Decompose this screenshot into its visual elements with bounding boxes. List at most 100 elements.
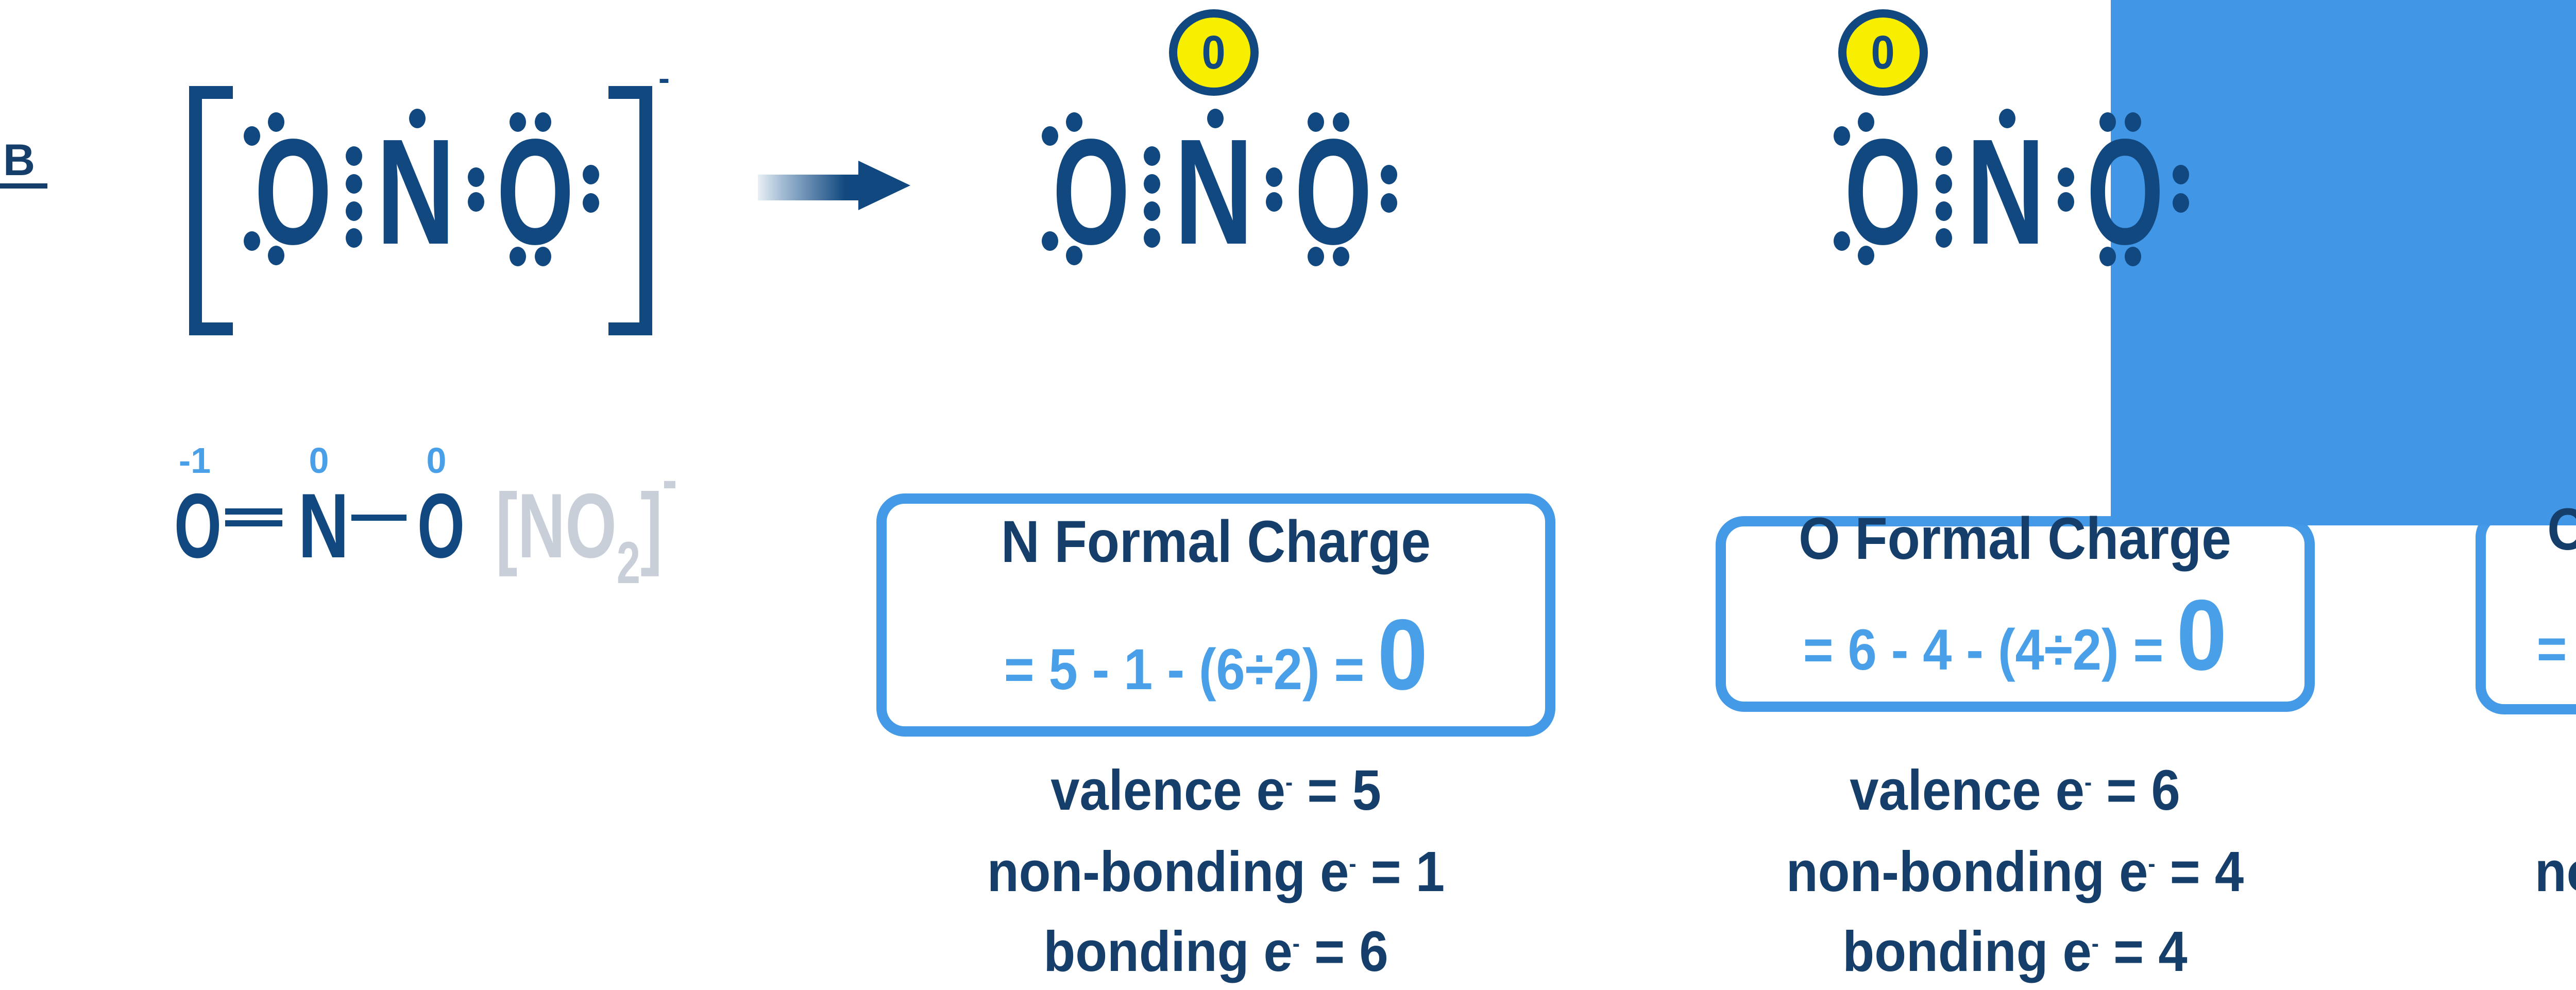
bond-dot [1936,201,1952,221]
equation-text: = 5 - 1 - (6÷2) = [1004,637,1365,702]
gray-formula-close: ] [640,474,663,577]
stat-line: valence e- = 5 [1050,759,1381,822]
reaction-arrow-head-icon [858,161,910,210]
bond-dot [468,192,484,212]
lone-dot [1834,126,1850,146]
bond-dot [1144,174,1160,194]
lone-dot [510,112,526,132]
stat-line: bonding e- = 4 [1842,920,2188,983]
lone-dot [1381,193,1397,213]
atom-charge-label: 0 [309,440,329,481]
gray-formula-body: [NO [496,474,617,577]
atom-symbol: O [174,474,222,577]
section-label-underline-icon [0,183,47,189]
lone-dot [2173,165,2189,184]
ion-charge-superscript: - [658,59,670,97]
box-title: N Formal Charge [1001,509,1431,575]
lone-dot [1999,109,2015,128]
lone-dot [244,126,260,146]
lone-dot [244,231,260,251]
lone-dot [1066,246,1082,265]
atom-symbol: O [2087,108,2164,276]
lone-dot [535,247,551,266]
double-bond-icon [225,508,282,515]
atom-symbol: N [377,108,455,276]
svg-text:[NO2]-: [NO2]- [496,445,677,596]
bond-dot [2058,192,2074,212]
box-equation: = 6 - 4 - (4÷2) =0 [1709,585,2321,686]
skeletal-formula: -1 0 0 O N O [NO2]- [174,440,677,596]
lone-dot [1834,231,1850,251]
equation-text: = 6 - 6 - (2÷2) = [2536,617,2576,681]
atom-symbol: O [1844,108,1922,276]
lone-dot [268,112,284,132]
gray-formula-superscript: - [663,445,677,514]
lone-dot [583,193,599,213]
stat-line: non-bonding e- = 4 [1786,840,2244,903]
section-label: B [3,135,36,185]
equation-result: 0 [2176,579,2227,691]
bond-dot [346,228,362,248]
lone-dot [409,109,426,128]
stat-line: non-bonding e- = 6 [2534,840,2576,903]
bond-dot [346,201,362,221]
stat-line: valence e- = 6 [1850,759,2180,822]
bond-dot [1144,228,1160,248]
equation-text: = 6 - 4 - (4÷2) = [1803,618,2164,682]
lone-dot [2125,112,2141,132]
lone-dot [1042,231,1058,251]
lone-dot [1207,109,1224,128]
bond-dot [2058,167,2074,187]
atom-charge-label: 0 [427,440,447,481]
box-title: O Formal Charge [2458,500,2576,559]
double-bond-icon [225,520,282,526]
stat-line: bonding e- = 2 [2432,924,2576,980]
lone-dot [268,246,284,265]
stat-line: valence e- = 6 [2432,762,2576,819]
bond-dot [346,146,362,166]
lone-dot [1381,165,1397,184]
atom-symbol: O [255,108,332,276]
gray-ion-formula: [NO2]- [496,445,677,596]
formal-charge-badge: 0 [1838,9,1928,96]
atom-symbol: O [1053,108,1130,276]
lone-dot [510,247,526,266]
lone-dot [2099,247,2116,266]
atom-symbol: O [417,474,465,577]
box-equation: = 5 - 1 - (6÷2) =0 [910,605,1522,705]
box-title: O Formal Charge [1799,506,2231,572]
bond-dot [1936,146,1952,166]
lone-dot [1333,112,1349,132]
atom-symbol: O [497,108,574,276]
bond-dot [1144,201,1160,221]
lewis-structure-panel-1: O N O [1042,108,1397,276]
box-equation: = 6 - 6 - (2÷2) =-1 [2458,584,2576,685]
lone-dot [583,165,599,184]
blue-overlay-rectangle [2111,0,2576,525]
formal-charge-box-1 [876,493,1555,737]
atom-symbol: N [1175,108,1253,276]
lone-dot [1858,246,1874,265]
lone-dot [1308,247,1324,266]
lone-dot [2125,247,2141,266]
bond-dot [346,174,362,194]
lone-dot [1308,112,1324,132]
reaction-arrow-shaft-icon [758,175,861,200]
lone-dot [2173,193,2189,213]
lone-dot [1858,112,1874,132]
lewis-structure-panel-2: O N O [1834,108,2189,276]
lone-dot [1333,247,1349,266]
atom-symbol: N [1967,108,2045,276]
bond-dot [1936,228,1952,248]
lone-dot [2099,112,2116,132]
lewis-structure-bracket-ion: O N O [244,108,599,276]
bond-dot [1144,146,1160,166]
lone-dot [1042,126,1058,146]
stat-line: non-bonding e- = 1 [987,840,1445,903]
right-bracket-icon [608,86,652,335]
lone-dot [1066,112,1082,132]
atom-charge-label: -1 [179,440,211,481]
bond-dot [1266,192,1282,212]
stat-line: bonding e- = 6 [1043,920,1388,983]
atom-symbol: O [1295,108,1372,276]
